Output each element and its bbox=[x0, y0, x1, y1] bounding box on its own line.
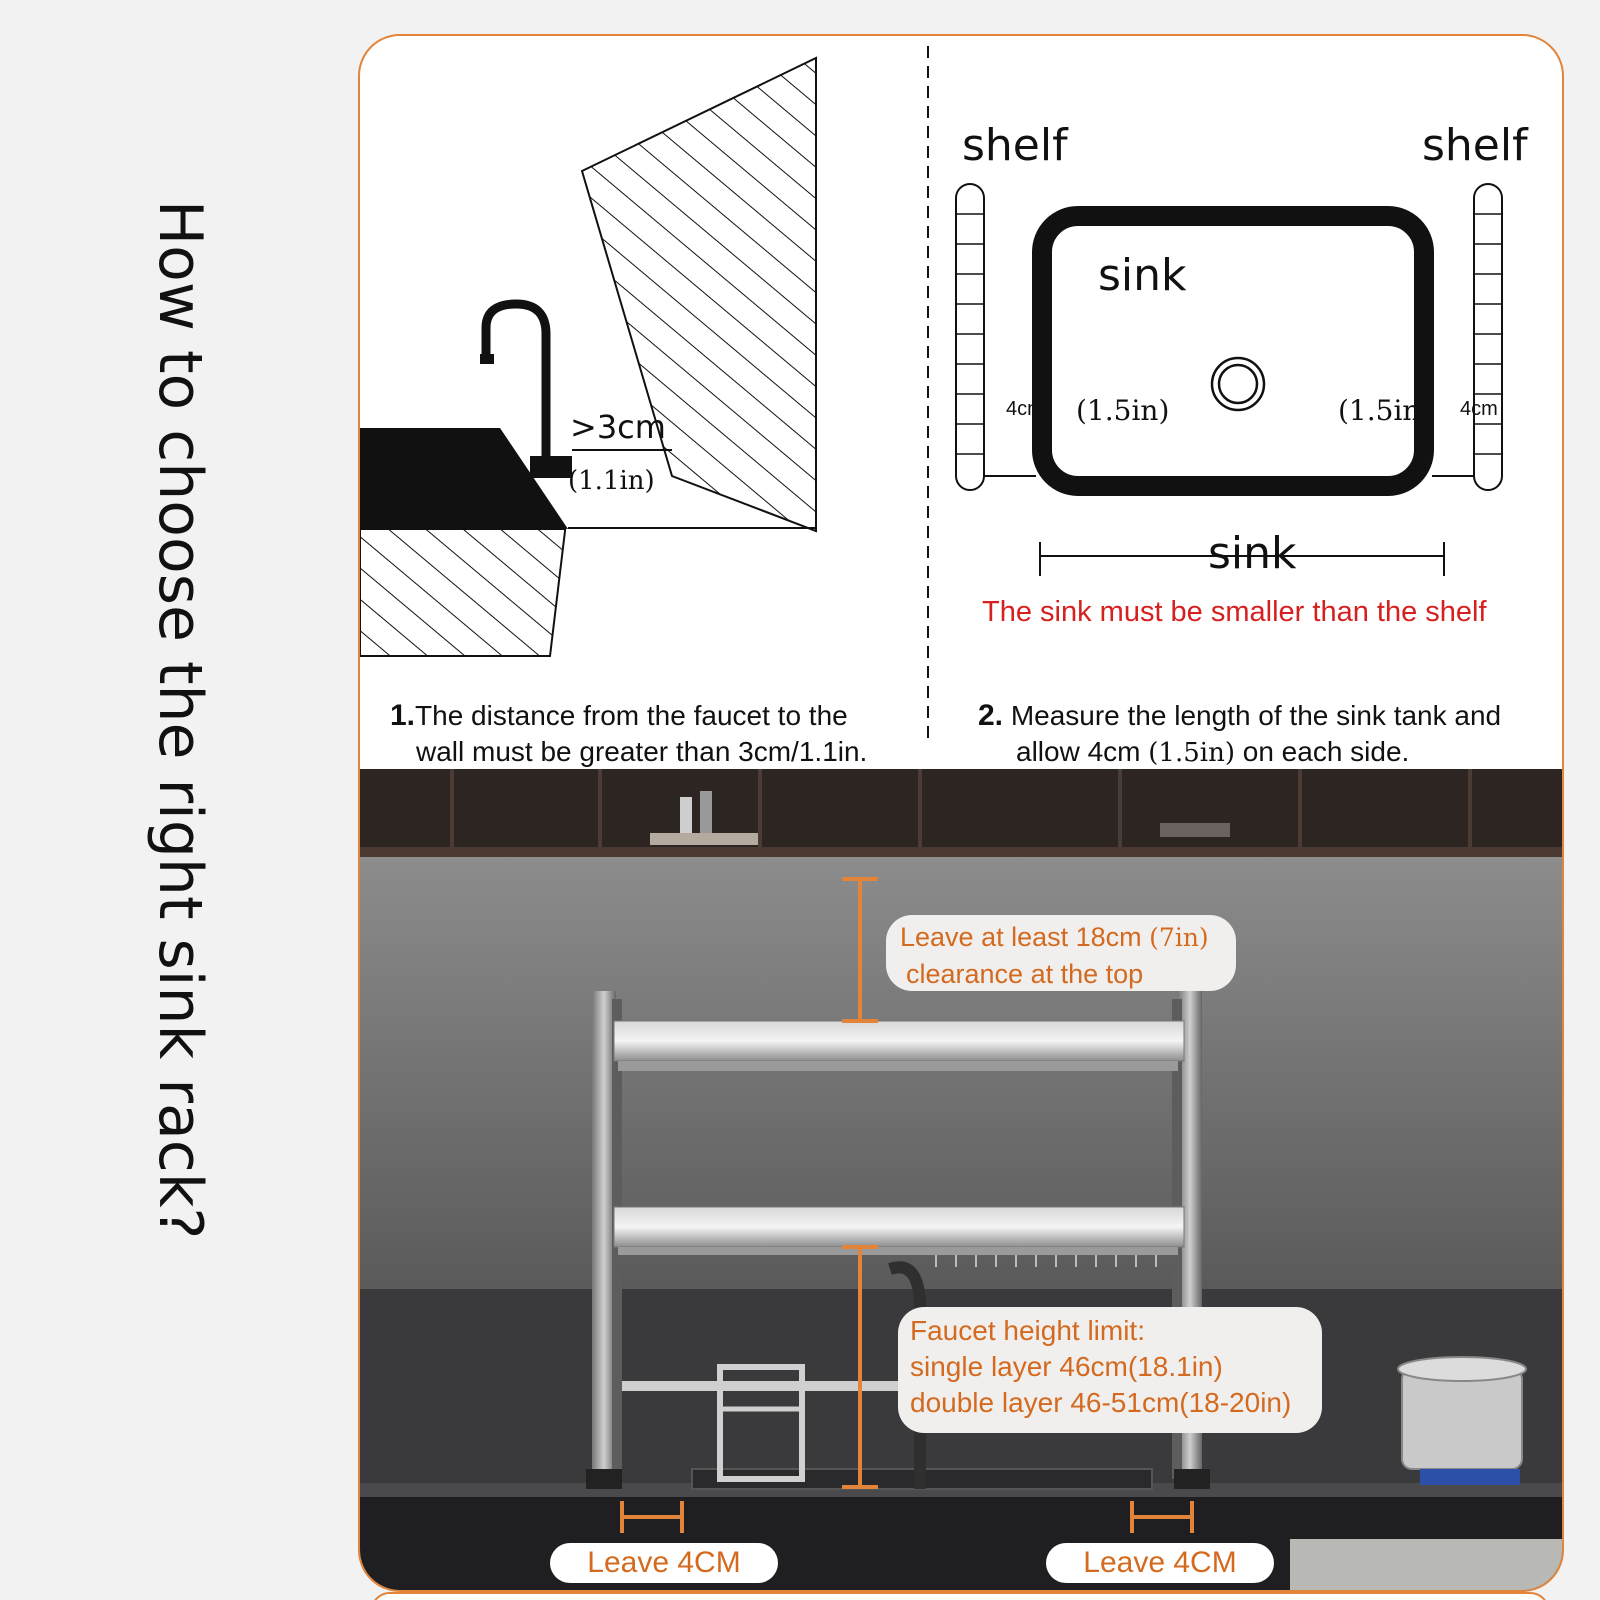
top-clearance-line-1: Leave at least 18cm bbox=[900, 922, 1142, 952]
step-2-text: 2. Measure the length of the sink tank a… bbox=[978, 698, 1501, 771]
faucet-height-callout: Faucet height limit: single layer 46cm(1… bbox=[898, 1307, 1322, 1433]
leave-right-label: Leave 4CM bbox=[1046, 1543, 1274, 1583]
sink-dimension-label: sink bbox=[1208, 528, 1297, 579]
step-2-line-2c: on each side. bbox=[1242, 736, 1410, 767]
sink-shelf-diagram bbox=[955, 183, 1503, 576]
right-cm-label: 4cm bbox=[1460, 398, 1498, 420]
right-shelf-icon bbox=[1473, 183, 1503, 491]
step-2-line-1: Measure the length of the sink tank and bbox=[1010, 700, 1502, 731]
top-clearance-line-2: clearance at the top bbox=[906, 959, 1144, 989]
step-1-line-1: The distance from the faucet to the bbox=[415, 700, 848, 731]
wall-shape bbox=[580, 56, 817, 533]
warning-note: The sink must be smaller than the shelf bbox=[982, 596, 1487, 628]
faucet-shape bbox=[481, 299, 551, 466]
left-cm-label: 4cm bbox=[1006, 398, 1044, 420]
step-1-text: 1.The distance from the faucet to the wa… bbox=[390, 698, 867, 770]
left-inch-label: (1.5in) bbox=[1076, 394, 1170, 427]
kitchen-photo: Leave at least 18cm (7in) clearance at t… bbox=[360, 769, 1562, 1590]
panel-divider bbox=[927, 46, 929, 746]
step-1-number: 1. bbox=[390, 699, 416, 732]
instruction-card: >3cm (1.1in) 1.The distance from the fau… bbox=[358, 34, 1564, 1592]
shelf-left-label: shelf bbox=[962, 120, 1068, 171]
step-1-line-2: wall must be greater than 3cm/1.1in. bbox=[416, 736, 868, 767]
faucet-line-1: Faucet height limit: bbox=[910, 1315, 1145, 1346]
step-2-line-2b: (1.5in) bbox=[1148, 738, 1235, 768]
sink-block-shape bbox=[360, 428, 568, 529]
kitchen-scene bbox=[360, 769, 1562, 1590]
countertop-shape bbox=[360, 528, 566, 657]
sink-inner-label: sink bbox=[1098, 250, 1187, 301]
sink-outline bbox=[1032, 206, 1434, 496]
page-title: How to choose the right sink rack? bbox=[145, 200, 215, 1240]
faucet-wall-diagram bbox=[360, 56, 817, 657]
faucet-line-3: double layer 46-51cm(18-20in) bbox=[910, 1387, 1292, 1418]
shelf-right-label: shelf bbox=[1422, 120, 1528, 171]
step-2-line-2a: allow 4cm bbox=[1016, 736, 1141, 767]
next-card-edge bbox=[370, 1592, 1550, 1600]
top-clearance-inch: (7in) bbox=[1149, 923, 1209, 952]
leave-left-label: Leave 4CM bbox=[550, 1543, 778, 1583]
faucet-line-2: single layer 46cm(18.1in) bbox=[910, 1351, 1223, 1382]
gap-label: >3cm bbox=[570, 408, 666, 446]
right-inch-label: (1.5in) bbox=[1338, 394, 1432, 427]
gap-inch-label: (1.1in) bbox=[568, 466, 655, 496]
step-2-number: 2. bbox=[978, 699, 1004, 732]
left-shelf-icon bbox=[955, 183, 985, 491]
top-clearance-callout: Leave at least 18cm (7in) clearance at t… bbox=[886, 915, 1236, 991]
